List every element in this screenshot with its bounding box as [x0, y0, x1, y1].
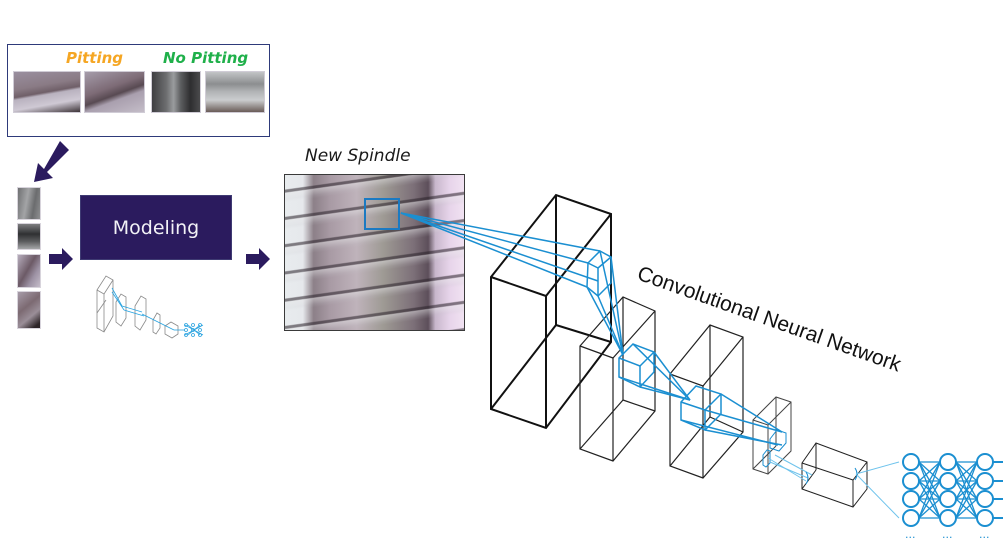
no-pitting-image-2	[205, 71, 265, 113]
fc-node	[902, 453, 920, 471]
fc-edge	[918, 461, 941, 482]
fc-edge	[918, 480, 941, 519]
fc-node	[976, 509, 994, 527]
fc-edge	[955, 480, 978, 519]
fc-edge	[955, 498, 978, 519]
cnn-connections	[400, 212, 787, 468]
fc-node	[939, 490, 957, 508]
arrow-right-icon	[49, 248, 73, 270]
fc-node	[976, 490, 994, 508]
fc-edge	[955, 461, 978, 500]
fc-node	[976, 453, 994, 471]
fc-ellipsis: ...	[905, 528, 916, 541]
fc-node	[902, 509, 920, 527]
pitting-image-1	[13, 71, 81, 113]
fc-node	[976, 472, 994, 490]
fc-node	[939, 509, 957, 527]
cnn-layer-conv-3	[752, 396, 792, 475]
no-pitting-image-1	[151, 71, 201, 113]
spindle-photo	[284, 174, 465, 331]
fc-ellipsis-group: .........	[905, 528, 990, 541]
training-column-image-3	[17, 254, 41, 288]
fc-ellipsis: ...	[979, 528, 990, 541]
fc-node	[902, 490, 920, 508]
training-column-image-2	[17, 223, 41, 250]
arrow-right-icon	[246, 248, 270, 270]
pitting-label: Pitting	[66, 49, 124, 67]
cnn-fc-connections	[767, 454, 900, 519]
fc-node	[939, 453, 957, 471]
pitting-image-2	[84, 71, 145, 113]
modeling-label: Modeling	[112, 216, 200, 239]
mini-cnn-icon	[96, 275, 204, 339]
receptive-field-box	[364, 198, 400, 230]
fc-edge	[918, 461, 941, 519]
spindle-title: New Spindle	[305, 146, 411, 166]
modeling-block: Modeling	[80, 195, 232, 260]
fc-edge	[918, 498, 941, 519]
fc-edge	[955, 461, 978, 482]
cnn-layer-input-volume	[490, 193, 612, 430]
cnn-layer-pooling	[801, 442, 868, 508]
cnn-layer-conv-1	[579, 296, 656, 462]
fc-edge	[918, 461, 941, 500]
fc-edge	[955, 461, 978, 519]
arrow-down-left-icon	[34, 141, 69, 182]
no-pitting-label: No Pitting	[163, 49, 249, 67]
training-column-image-1	[17, 187, 41, 220]
fc-ellipsis: ...	[942, 528, 953, 541]
fc-node	[939, 472, 957, 490]
training-column-image-4	[17, 291, 41, 329]
fc-node	[902, 472, 920, 490]
training-samples-panel: Pitting No Pitting	[7, 44, 270, 137]
cnn-layer-fully-connected	[902, 453, 1003, 527]
